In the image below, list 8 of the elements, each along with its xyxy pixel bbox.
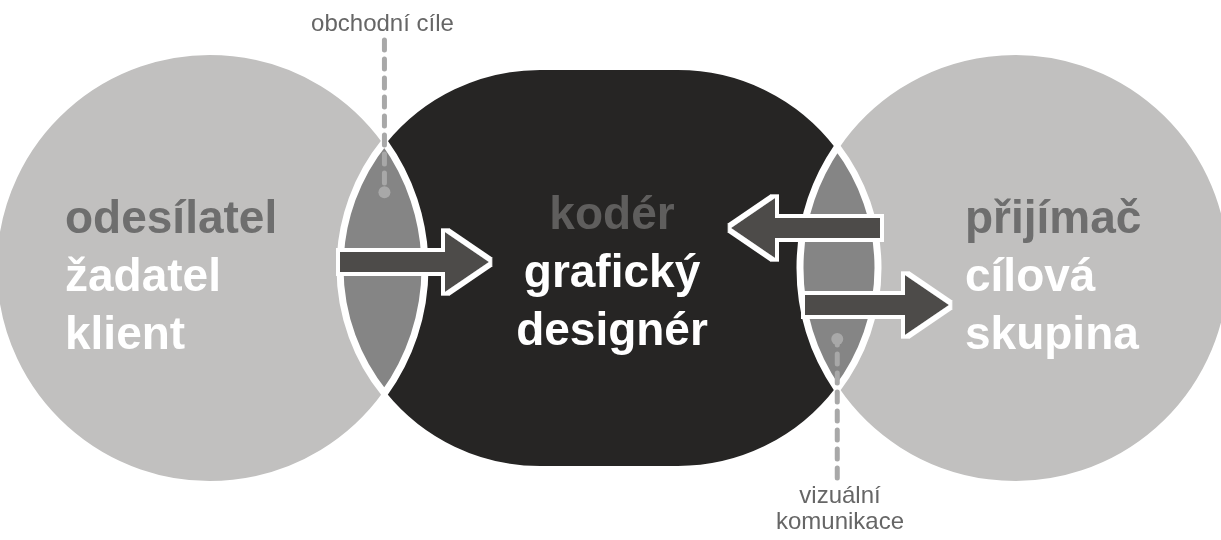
node-text: kodér: [548, 186, 676, 241]
annotation-text: obchodní cíle: [310, 10, 455, 36]
node-text: cílová skupina: [965, 248, 1140, 361]
node-text: odesílatel: [65, 190, 278, 245]
node-text: přijímač: [965, 190, 1142, 245]
node-text: žadatel klient: [65, 248, 222, 361]
node-text: grafický designér: [515, 244, 709, 357]
annotation-text: vizuální komunikace: [774, 482, 906, 534]
